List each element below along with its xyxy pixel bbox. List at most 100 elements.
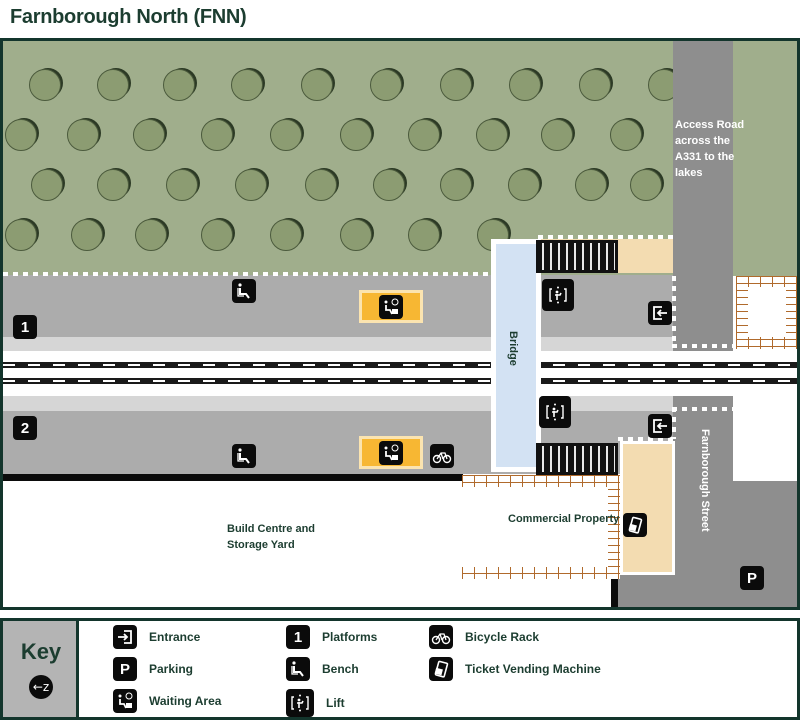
- lift-icon: [539, 396, 571, 428]
- bench-icon: [232, 279, 256, 303]
- platform-2-exit-boundary-top: [672, 407, 736, 411]
- tree: [370, 69, 402, 101]
- commercial-property-label: Commercial Property: [508, 513, 620, 525]
- key-label: Bench: [322, 662, 359, 676]
- parking-icon: P: [113, 657, 137, 681]
- key-title: Key: [20, 639, 62, 664]
- north-arrow-icon: ←z: [29, 675, 53, 699]
- tree: [305, 169, 337, 201]
- tree: [166, 169, 198, 201]
- tree: [163, 69, 195, 101]
- entrance-icon: [648, 414, 672, 438]
- track-bed: [3, 351, 797, 396]
- lift-icon: [286, 689, 314, 717]
- tree: [509, 69, 541, 101]
- waiting-area-icon: [379, 295, 403, 319]
- tree: [575, 169, 607, 201]
- waiting-area-platform-1: [359, 290, 423, 323]
- platform-2-fence: [3, 474, 463, 481]
- tree: [5, 119, 37, 151]
- key-label: Lift: [326, 696, 345, 710]
- tree: [610, 119, 642, 151]
- tree: [373, 169, 405, 201]
- tree: [67, 119, 99, 151]
- ticket-vending-machine-icon: [429, 657, 453, 681]
- bicycle-rack-icon: [430, 444, 454, 468]
- key-item-waiting-area: Waiting Area: [113, 689, 221, 713]
- key-label: Entrance: [149, 630, 201, 644]
- key-label: Platforms: [322, 630, 378, 644]
- tree: [201, 219, 233, 251]
- key-item-parking: P Parking: [113, 657, 193, 681]
- bench-icon: [286, 657, 310, 681]
- access-road-label: Access Road across the A331 to the lakes: [675, 119, 745, 179]
- key-sidebar: Key ←z: [3, 621, 79, 717]
- tree: [270, 219, 302, 251]
- key-item-platforms: 1 Platforms: [286, 625, 377, 649]
- bench-icon: [232, 444, 256, 468]
- tree: [97, 69, 129, 101]
- tree: [31, 169, 63, 201]
- key-item-bench: Bench: [286, 657, 359, 681]
- platforms-icon: 1: [286, 625, 310, 649]
- footbridge: [491, 239, 541, 472]
- platform-2-exit-boundary: [672, 407, 676, 439]
- entrance-icon: [648, 301, 672, 325]
- platform-2-exit-boundary-bottom: [618, 437, 676, 441]
- street-label: Farnborough Street: [699, 429, 711, 532]
- platform-1-edge: [3, 337, 673, 351]
- tree: [301, 69, 333, 101]
- bridge-label: Bridge: [507, 331, 519, 366]
- tree: [408, 119, 440, 151]
- ticket-vending-machine-icon: [623, 513, 647, 537]
- entrance-icon: [113, 625, 137, 649]
- tree: [133, 119, 165, 151]
- stairs-north: [536, 240, 618, 273]
- tree: [201, 119, 233, 151]
- lift-icon: [542, 279, 574, 311]
- page-title: Farnborough North (FNN): [10, 6, 247, 28]
- tree: [408, 219, 440, 251]
- key-label: Waiting Area: [149, 694, 222, 708]
- commercial-property-interior: [462, 487, 608, 567]
- key-label: Bicycle Rack: [465, 630, 540, 644]
- platform-2-icon: 2: [13, 416, 37, 440]
- waiting-area-icon: [379, 441, 403, 465]
- footpath-north-boundary: [538, 235, 676, 239]
- tree: [440, 69, 472, 101]
- tree: [579, 69, 611, 101]
- tree: [508, 169, 540, 201]
- tree: [440, 169, 472, 201]
- bicycle-rack-icon: [429, 625, 453, 649]
- tree: [270, 119, 302, 151]
- platform-1-exit-boundary: [672, 276, 676, 346]
- key-item-lift: Lift: [286, 689, 345, 717]
- build-centre-label: Build Centre and Storage Yard: [227, 523, 316, 551]
- key-item-ticket-vending-machine: Ticket Vending Machine: [429, 657, 601, 681]
- key-label: Parking: [149, 662, 194, 676]
- tree: [97, 169, 129, 201]
- platform-1-icon: 1: [13, 315, 37, 339]
- waiting-area-platform-2: [359, 436, 423, 469]
- key-label: Ticket Vending Machine: [465, 662, 601, 676]
- tree: [235, 169, 267, 201]
- platform-2-edge: [3, 396, 673, 411]
- platform-1-exit-boundary-bottom: [672, 344, 736, 348]
- key-item-bicycle-rack: Bicycle Rack: [429, 625, 539, 649]
- stairs-south: [536, 443, 618, 475]
- parking-icon: P: [740, 566, 764, 590]
- track-up: [3, 362, 797, 368]
- footpath-south: [620, 441, 675, 575]
- tree: [135, 219, 167, 251]
- station-map: Bridge Commercial Property Access Road a…: [0, 38, 800, 610]
- tree: [340, 219, 372, 251]
- tree: [340, 119, 372, 151]
- tree: [541, 119, 573, 151]
- waiting-area-icon: [113, 689, 137, 713]
- platform-1-boundary: [3, 272, 493, 276]
- track-down: [3, 378, 797, 384]
- tree: [231, 69, 263, 101]
- tree: [71, 219, 103, 251]
- tree: [630, 169, 662, 201]
- brick-building-interior: [748, 287, 786, 337]
